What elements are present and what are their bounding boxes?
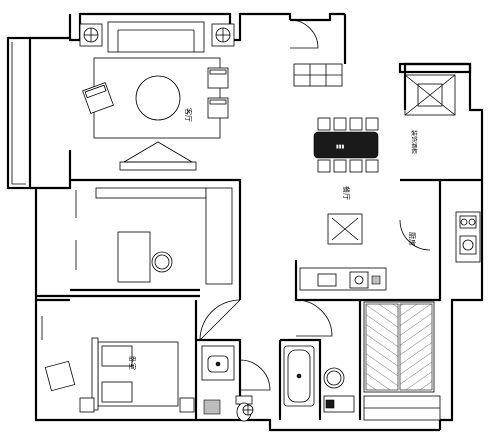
armchair-icon	[82, 82, 114, 114]
sink-icon	[459, 235, 477, 255]
living-room-label: 客厅	[184, 108, 193, 122]
wardrobe	[363, 301, 441, 421]
wine-cabinet-label: 装饰酒柜	[410, 130, 418, 154]
door-swing-icon	[289, 19, 319, 49]
door-swing-icon	[239, 359, 271, 391]
lamp-icon	[83, 27, 99, 43]
chair-icon	[323, 367, 345, 389]
nightstand	[79, 397, 95, 413]
study	[75, 187, 233, 285]
bathroom-1	[201, 345, 253, 422]
lamp-icon	[215, 27, 231, 43]
nightstand	[179, 397, 195, 413]
sofa	[107, 21, 205, 53]
kitchen-label: 厨房	[408, 232, 417, 246]
kitchen: 厨房	[299, 211, 481, 291]
bedroom-label: 卧室	[128, 356, 137, 370]
stove-icon	[459, 215, 477, 229]
coffee-table	[135, 75, 181, 121]
dining-room: ▮▮▮ 餐厅 装饰酒柜	[313, 117, 418, 200]
bathroom-2	[283, 345, 355, 413]
plant-icon	[242, 404, 254, 416]
door-swing-icon	[399, 219, 431, 251]
armchair-icon	[44, 360, 76, 392]
dining-table-mark: ▮▮▮	[336, 144, 345, 150]
dining-room-label: 餐厅	[342, 186, 351, 200]
door-swing-icon	[295, 299, 333, 337]
living-room: 客厅	[79, 21, 235, 171]
bedroom: 卧室	[41, 316, 195, 413]
door-swing-icon	[199, 299, 241, 341]
desk	[117, 231, 151, 283]
chair-icon	[151, 251, 173, 273]
sink-icon	[349, 271, 369, 289]
bookshelf	[95, 187, 207, 199]
tv-cabinet	[119, 161, 197, 171]
dining-chairs	[317, 117, 379, 173]
doors	[199, 19, 431, 391]
interior-walls	[36, 62, 482, 420]
dining-table	[313, 131, 379, 159]
